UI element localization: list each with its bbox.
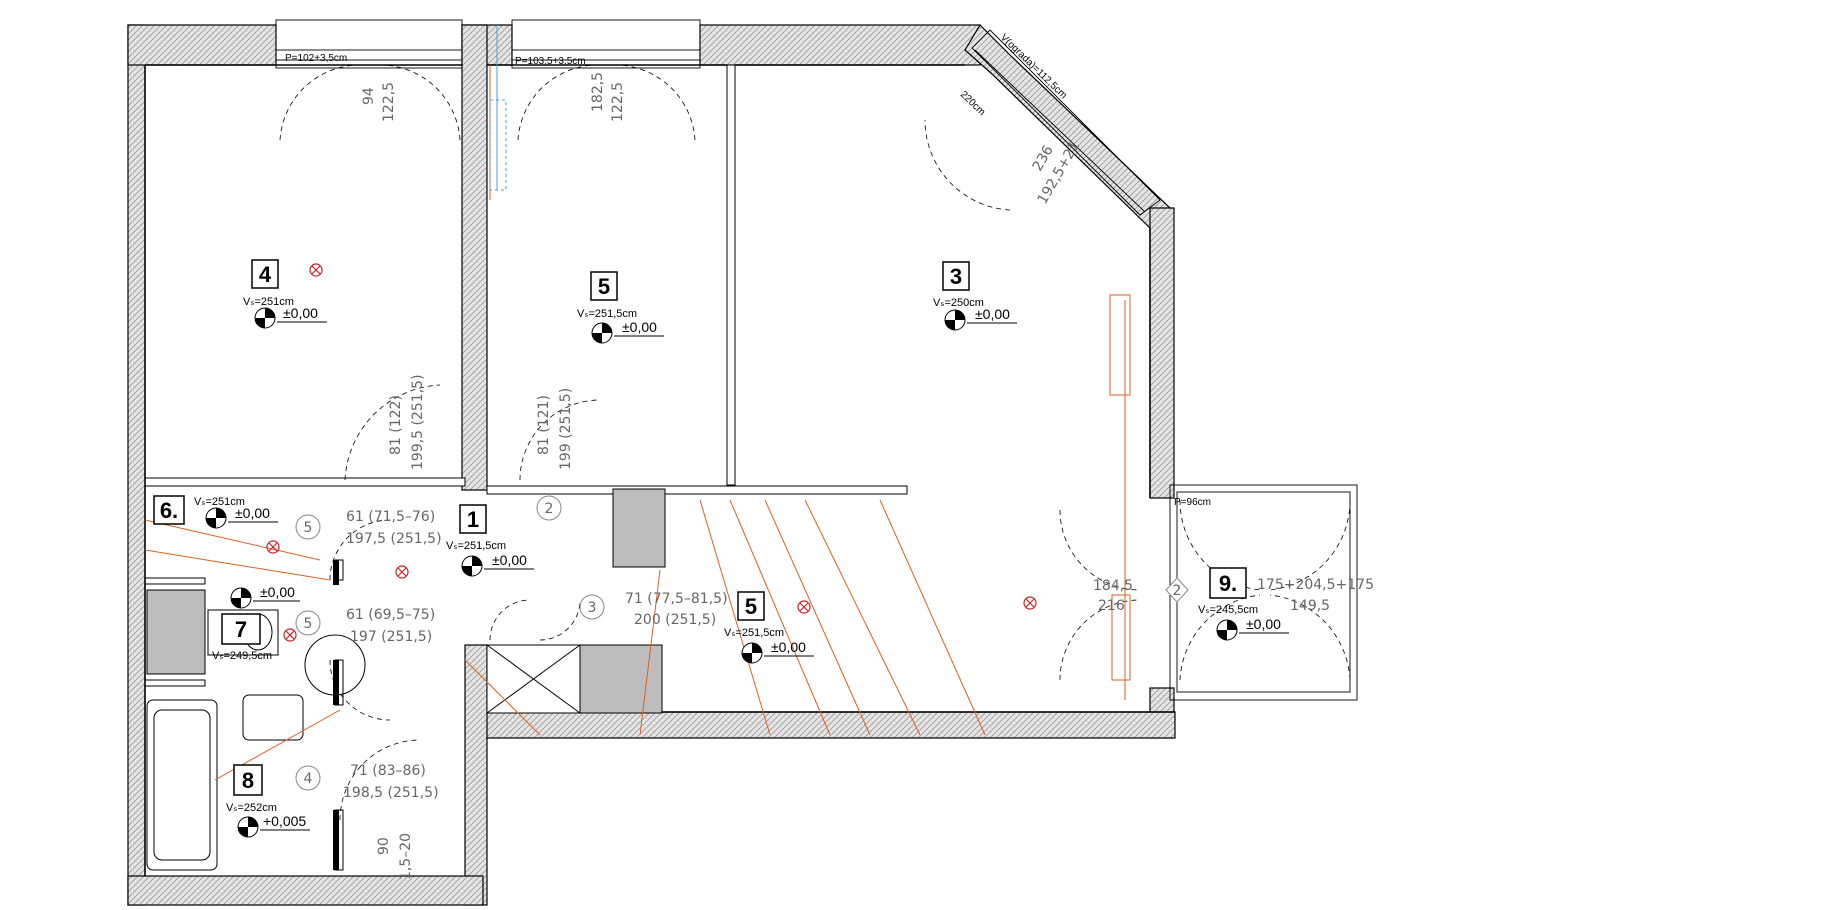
level-marker [944, 309, 966, 331]
room-6: 6. Vₛ=251cm ±0,00 [153, 495, 278, 529]
dim-text: 94 [361, 87, 377, 105]
room-number: 4 [259, 262, 272, 287]
level-marker [461, 555, 483, 577]
room-level: ±0,00 [235, 505, 270, 521]
room-8: 8 Vₛ=252cm +0,005 [226, 764, 310, 838]
dim-text: 1,5–20 [398, 833, 414, 880]
door-mark: 5 [304, 616, 313, 632]
dimension-labels: 81 (122) 199,5 (251,5) 81 (121) 199 (251… [343, 72, 1374, 880]
window-label-room-5: P=103,5+3,5cm [515, 56, 586, 67]
level-marker [1216, 619, 1238, 641]
room-1: 1 Vₛ=251,5cm ±0,00 [446, 504, 534, 577]
dim-text: 61 (69,5–75) [346, 607, 435, 623]
level-marker [230, 587, 252, 609]
door-marks: 5 2 5 3 4 2 [295, 495, 1189, 791]
room-4: 4 Vₛ=251cm ±0,00 [243, 259, 327, 329]
dim-text: 122,5 [381, 82, 397, 122]
dim-text: 81 (122) [388, 395, 404, 455]
walls [127, 24, 1176, 906]
dim-text: 198,5 (251,5) [343, 785, 439, 801]
room-5-top: 5 Vₛ=251,5cm ±0,00 [577, 271, 664, 344]
room-level: ±0,00 [1246, 616, 1281, 632]
door-swings [279, 64, 1351, 821]
door-mark: 5 [304, 520, 313, 536]
room-7: 7 Vₛ=249,5cm ±0,00 [212, 584, 300, 662]
door-mark: 2 [545, 501, 554, 517]
room-9: 9. Vₛ=245,5cm ±0,00 [1198, 567, 1289, 641]
room-height: Vₛ=252cm [226, 802, 277, 814]
dim-text: 122,5 [610, 82, 626, 122]
room-level: ±0,00 [975, 306, 1010, 322]
dim-text: 90 [376, 837, 392, 855]
room-5-bottom: 5 Vₛ=251,5cm ±0,00 [724, 591, 814, 664]
dim-text: 175+204,5+175 [1257, 577, 1374, 593]
room-number: 1 [467, 507, 479, 532]
room-number: 5 [745, 594, 757, 619]
room-height: Vₛ=251,5cm [724, 627, 784, 639]
room-number: 5 [598, 274, 610, 299]
door-mark: 3 [588, 600, 597, 616]
dim-text: 197,5 (251,5) [346, 531, 442, 547]
door-mark: 4 [304, 771, 313, 787]
level-marker [205, 507, 227, 529]
dim-text: 184,5 [1093, 578, 1133, 594]
dim-text: 197 (251,5) [350, 629, 432, 645]
dim-text: 71 (77,5–81,5) [625, 591, 728, 607]
dim-text: 199,5 (251,5) [410, 374, 426, 470]
dim-text: 216 [1098, 598, 1125, 614]
level-marker [591, 322, 613, 344]
room-number: 8 [242, 768, 254, 793]
dim-text: 182,5 [590, 72, 606, 112]
window-label-room-4: P=102+3,5cm [285, 53, 347, 64]
dim-text: 200 (251,5) [634, 612, 716, 628]
room-height: Vₛ=251,5cm [577, 308, 637, 320]
ventilation-lines [489, 25, 507, 191]
room-level: ±0,00 [283, 305, 318, 321]
room-level: ±0,00 [492, 552, 527, 568]
room-height: Vₛ=245,5cm [1198, 604, 1258, 616]
columns [333, 560, 339, 870]
level-marker [741, 642, 763, 664]
level-marker [254, 307, 276, 329]
dim-text: 149,5 [1290, 598, 1330, 614]
room-level: ±0,00 [622, 319, 657, 335]
door-mark: 2 [1173, 583, 1182, 599]
light-points [266, 263, 1037, 642]
room-height: Vₛ=251,5cm [446, 540, 506, 552]
room-number: 9. [1219, 571, 1237, 596]
room-level: ±0,00 [771, 639, 806, 655]
window-label-room-9: P=96cm [1174, 497, 1211, 508]
room-level: ±0,00 [260, 584, 295, 600]
room-number: 6. [160, 498, 178, 523]
dim-text: 81 (121) [536, 395, 552, 455]
room-height: Vₛ=250cm [933, 297, 984, 309]
window-side-label: 220cm [958, 89, 987, 118]
level-marker [237, 816, 259, 838]
windows [275, 19, 1358, 701]
dim-text: 199 (251,5) [558, 388, 574, 470]
room-outlines [144, 64, 1175, 876]
room-height: Vₛ=251cm [194, 496, 245, 508]
room-number: 3 [950, 264, 962, 289]
dim-text: 71 (83–86) [350, 763, 426, 779]
interior-partitions [144, 64, 908, 871]
dim-text: 61 (71,5–76) [346, 509, 435, 525]
room-height: Vₛ=249,5cm [212, 650, 272, 662]
room-level: +0,005 [263, 813, 306, 829]
room-3: 3 Vₛ=250cm ±0,00 [933, 261, 1017, 331]
room-height: Vₛ=251cm [243, 296, 294, 308]
room-number: 7 [235, 617, 247, 642]
